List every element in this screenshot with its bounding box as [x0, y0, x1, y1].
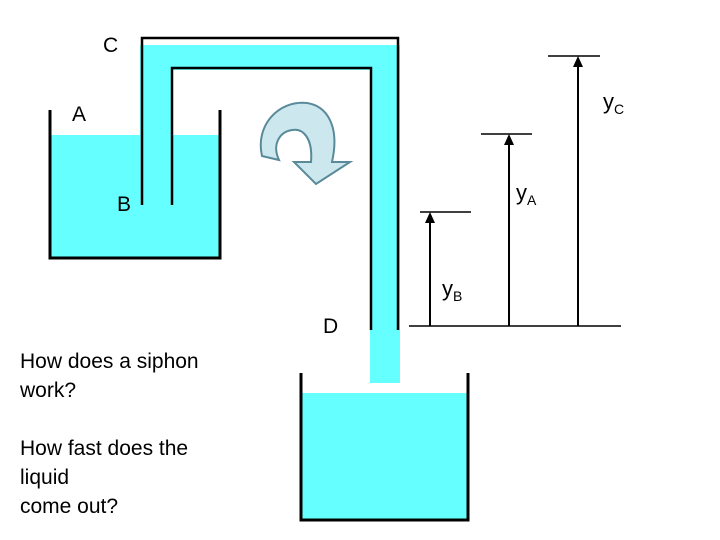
upper-reservoir-walls	[48, 110, 222, 260]
curved-flow-arrow	[259, 101, 354, 186]
label-a: A	[72, 103, 86, 126]
y-b-arrowhead	[425, 212, 435, 223]
question-how-siphon-works: How does a siphon work?	[20, 350, 199, 402]
label-b: B	[117, 193, 131, 216]
label-y-c: yC	[603, 89, 624, 117]
lower-reservoir-liquid	[302, 393, 468, 520]
siphon-tube-liquid	[140, 45, 400, 383]
y-c-arrowhead	[573, 56, 583, 67]
question-how-fast-liquid: How fast does the liquid come out?	[20, 437, 189, 518]
label-y-a: yA	[516, 180, 537, 208]
y-a-arrowhead	[504, 134, 514, 145]
siphon-tube-inner-wall	[170, 66, 373, 330]
siphon-tube-outer-wall	[140, 36, 400, 330]
lower-reservoir-walls	[299, 373, 470, 522]
label-c: C	[103, 34, 118, 57]
label-d: D	[323, 315, 338, 338]
label-y-b: yB	[442, 276, 462, 304]
upper-reservoir-liquid	[50, 135, 219, 257]
